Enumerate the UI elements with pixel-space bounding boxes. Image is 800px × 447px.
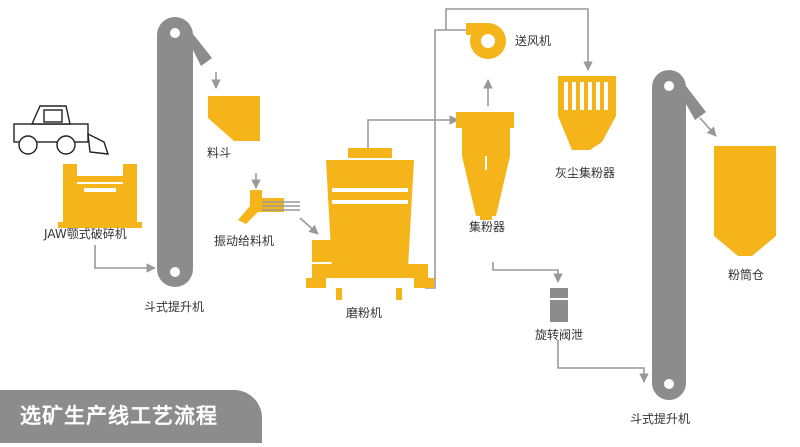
powder-silo-label: 粉筒仓 bbox=[728, 268, 765, 282]
cyclone-collector-label: 集粉器 bbox=[469, 220, 506, 234]
flow-elevator-to-silo bbox=[699, 117, 717, 137]
grinding-mill-icon bbox=[306, 148, 434, 300]
bucket-elevator-1-label: 斗式提升机 bbox=[144, 300, 205, 314]
jaw-crusher-icon bbox=[58, 164, 142, 228]
powder-silo-icon bbox=[714, 146, 776, 256]
flow-crusher-to-elevator bbox=[94, 245, 156, 273]
hopper-label: 料斗 bbox=[207, 146, 232, 160]
blower-fan-icon bbox=[466, 23, 506, 59]
flow-mill-to-cyclone bbox=[367, 115, 459, 148]
vibrating-feeder-icon bbox=[238, 190, 300, 224]
hopper-icon bbox=[208, 96, 260, 141]
title-banner: 选矿生产线工艺流程 bbox=[0, 390, 262, 443]
grinding-mill-label: 磨粉机 bbox=[346, 306, 383, 320]
jaw-crusher-label: JAW颚式破碎机 bbox=[44, 227, 127, 241]
bucket-elevator-2-label: 斗式提升机 bbox=[630, 412, 691, 426]
cyclone-collector-icon bbox=[456, 112, 514, 220]
dust-collector-label: 灰尘集粉器 bbox=[555, 166, 616, 180]
flow-feeder-to-mill bbox=[299, 217, 319, 235]
flow-cyclone-to-valve bbox=[492, 262, 563, 283]
flow-blower-to-dust bbox=[445, 8, 593, 71]
flow-return-air bbox=[425, 29, 468, 289]
rotary-valve-icon bbox=[550, 288, 568, 322]
dust-collector-icon bbox=[558, 76, 616, 150]
loader-truck-icon bbox=[13, 105, 110, 155]
blower-label: 送风机 bbox=[515, 34, 552, 48]
bucket-elevator-2-icon bbox=[652, 70, 706, 400]
flow-valve-to-elevator bbox=[557, 340, 649, 383]
vibrating-feeder-label: 振动给料机 bbox=[214, 234, 275, 248]
bucket-elevator-1-icon bbox=[157, 17, 212, 287]
rotary-valve-label: 旋转阀泄 bbox=[535, 328, 584, 342]
page-title: 选矿生产线工艺流程 bbox=[20, 404, 218, 428]
